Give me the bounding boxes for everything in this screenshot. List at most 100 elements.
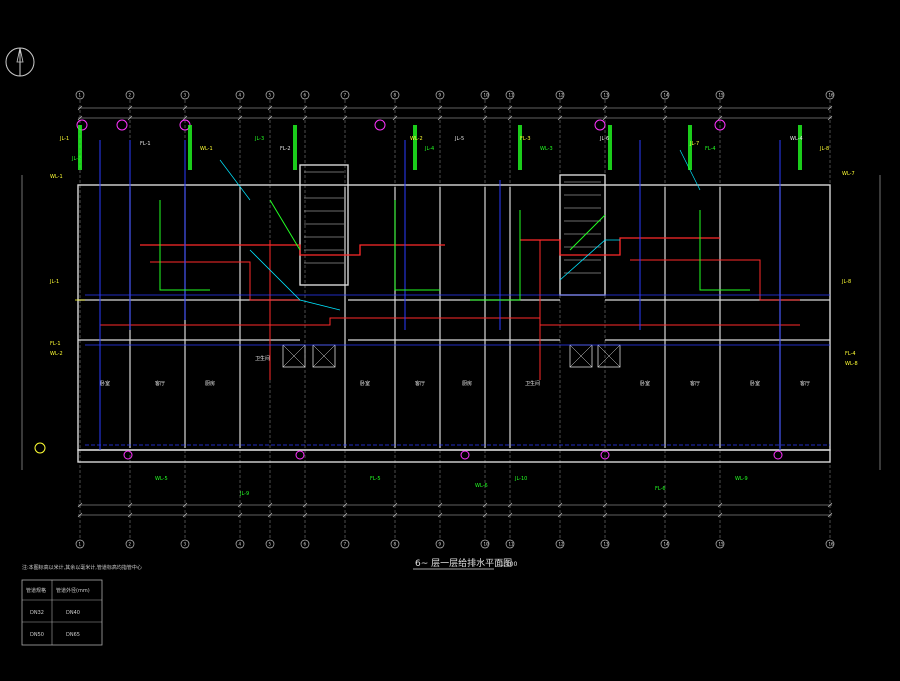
dimension-tick: [302, 502, 308, 508]
dimension-tick: [827, 115, 833, 121]
axis-bubble-top: [75, 90, 85, 100]
axis-label-bottom: 14: [664, 542, 670, 547]
room-name: 卫生间: [255, 355, 270, 362]
axis-bubble-top: [390, 90, 400, 100]
dimension-tick: [717, 105, 723, 111]
dimension-tick: [557, 115, 563, 121]
green-drain-line: [470, 210, 521, 301]
dimension-tick: [507, 115, 513, 121]
axis-label-top: 2: [129, 93, 132, 98]
floor-drain-icon: [460, 450, 470, 460]
dimension-tick: [602, 502, 608, 508]
axis-label-top: 9: [439, 93, 442, 98]
wall-segment: [299, 164, 349, 286]
dimension-tick: [182, 115, 188, 121]
riser-tag-bar: [798, 125, 802, 170]
spec-table-cell-r1c1: DN32: [30, 610, 44, 616]
pipe-tag-left: FL-1: [50, 341, 61, 347]
riser-tag-bar: [293, 125, 297, 170]
pipe-tag-top: FL-1: [140, 141, 151, 147]
axis-bubble-bottom: [265, 539, 275, 549]
axis-label-top: 16: [829, 93, 835, 98]
pipe-tag-bottom: WL-5: [155, 476, 168, 482]
axis-label-bottom: 16: [829, 542, 835, 547]
cyan-vent-line: [249, 249, 341, 311]
legend-marker-icon: [34, 442, 46, 454]
axis-bubble-top: [600, 90, 610, 100]
red-hot-water-corridor: [100, 317, 800, 326]
dimension-tick: [182, 502, 188, 508]
axis-label-bottom: 9: [439, 542, 442, 547]
riser-tag-bar: [518, 125, 522, 170]
axis-label-top: 5: [269, 93, 272, 98]
riser-tag-bar: [78, 125, 82, 170]
axis-label-bottom: 5: [269, 542, 272, 547]
dimension-tick: [717, 502, 723, 508]
elevator-cross: [312, 344, 336, 368]
dimension-tick: [437, 502, 443, 508]
spec-table-cell-r1c2: DN40: [66, 610, 80, 616]
axis-bubble-bottom: [75, 539, 85, 549]
pipe-tag-bottom: WL-9: [735, 476, 748, 482]
dimension-tick: [717, 115, 723, 121]
axis-label-bottom: 8: [394, 542, 397, 547]
dimension-tick: [827, 105, 833, 111]
pipe-tags: 卧室客厅厨房卫生间卧室客厅厨房卫生间卧室客厅卧室客厅JL-1JL-2FL-1WL…: [49, 136, 858, 497]
pipe-tag-top: WL-1: [200, 146, 213, 152]
axis-bubble-bottom: [660, 539, 670, 549]
pipe-tag-top: JL-3: [254, 136, 264, 142]
red-hot-water-branch: [150, 261, 300, 301]
pipe-tag-top: WL-2: [410, 136, 423, 142]
axis-bubble-top: [555, 90, 565, 100]
pipe-tag-bottom: WL-6: [475, 483, 488, 489]
axis-bubble-bottom: [390, 539, 400, 549]
axis-bubble-top: [180, 90, 190, 100]
dimension-tick: [827, 512, 833, 518]
pipe-tag-top: JL-5: [454, 136, 464, 142]
axis-bubble-top: [660, 90, 670, 100]
axis-label-bottom: 12: [559, 542, 565, 547]
green-drain-line: [159, 200, 210, 291]
dimension-tick: [602, 105, 608, 111]
dimension-tick: [237, 105, 243, 111]
dimension-tick: [127, 502, 133, 508]
dimension-tick: [662, 115, 668, 121]
pipe-tag-top: FL-2: [280, 146, 291, 152]
pipe-tag-bottom: FL-5: [370, 476, 381, 482]
axis-label-top: 12: [559, 93, 565, 98]
room-name: 卧室: [640, 380, 650, 387]
dimension-tick: [77, 115, 83, 121]
dimension-tick: [267, 105, 273, 111]
dimension-tick: [77, 512, 83, 518]
dimension-tick: [342, 512, 348, 518]
elevator-cross: [282, 344, 306, 368]
dimension-tick: [662, 512, 668, 518]
green-diagonal: [269, 199, 301, 251]
riser-marker-icon: [594, 119, 606, 131]
axis-label-top: 11: [509, 93, 515, 98]
axis-bubble-bottom: [505, 539, 515, 549]
dimension-tick: [482, 115, 488, 121]
axis-bubble-bottom: [825, 539, 835, 549]
axis-bubble-bottom: [715, 539, 725, 549]
dimension-tick: [827, 502, 833, 508]
pipe-tag-top: JL-7: [689, 141, 699, 147]
dimension-tick: [237, 115, 243, 121]
pipe-tag-top: FL-3: [520, 136, 531, 142]
elevator-cross: [597, 344, 621, 368]
axis-bubble-bottom: [555, 539, 565, 549]
dimension-tick: [302, 512, 308, 518]
axis-label-bottom: 11: [509, 542, 515, 547]
pipe-tag-top: JL-8: [819, 146, 829, 152]
drawing-title: 6~ 层一层给排水平面图: [415, 557, 512, 569]
spec-table: 注:本图标高以米计,其余以毫米计,管道标高均指管中心 管道规格 管道外径(mm)…: [21, 564, 142, 646]
pipe-network: [34, 119, 830, 460]
dimension-tick: [482, 512, 488, 518]
dimension-tick: [602, 512, 608, 518]
dimension-tick: [437, 105, 443, 111]
pipe-tag-top: JL-1: [59, 136, 69, 142]
dimension-tick: [182, 105, 188, 111]
axis-label-bottom: 6: [304, 542, 307, 547]
green-drain-line: [699, 210, 750, 291]
